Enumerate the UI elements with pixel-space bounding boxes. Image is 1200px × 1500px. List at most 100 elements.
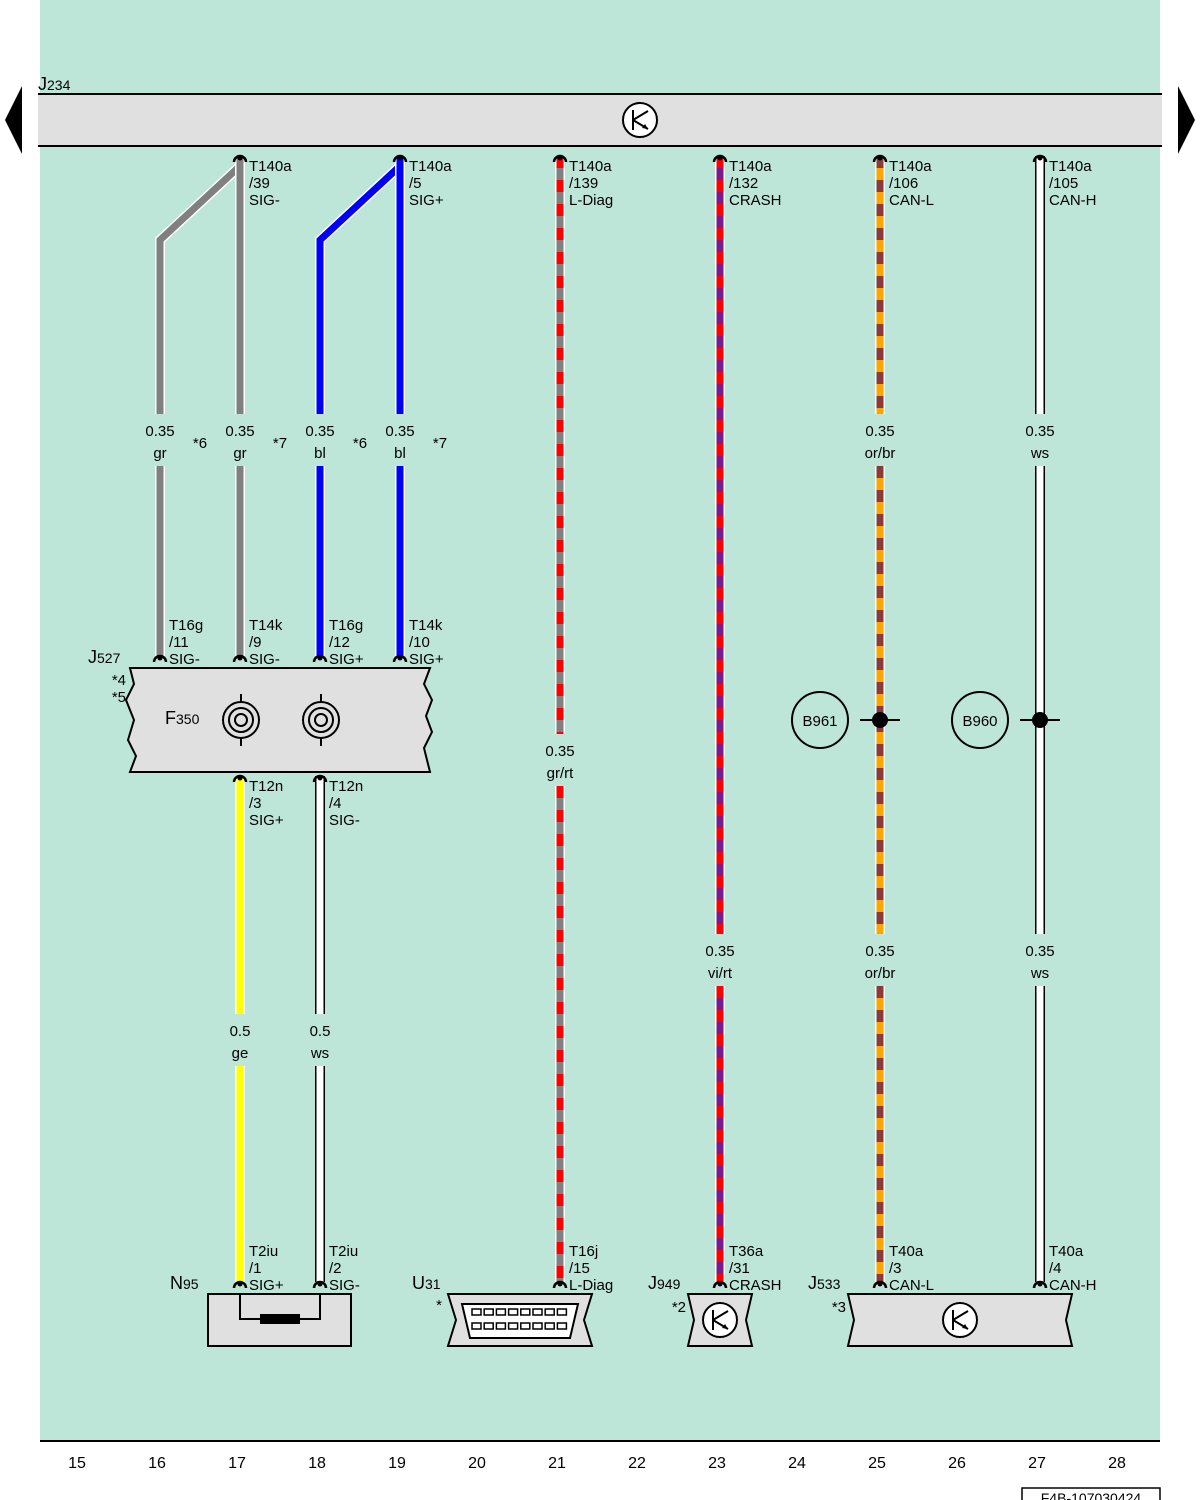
connector-pin-slot — [520, 1308, 531, 1316]
wire-color-code: ws — [1030, 445, 1049, 462]
j234-label: J234 — [38, 74, 71, 94]
wire-color-code: ws — [310, 1045, 329, 1062]
pin-label: /31 — [729, 1260, 750, 1277]
j527-note-5: *5 — [112, 689, 126, 706]
pin-label: /1 — [249, 1260, 262, 1277]
pin-label: SIG+ — [249, 812, 284, 829]
diagnostic-connector-icon — [460, 1303, 580, 1339]
connector-pin-slot — [483, 1308, 494, 1316]
n95-component: N95 — [170, 1273, 352, 1347]
wire-size: 0.35 — [545, 743, 574, 760]
axis-number: 21 — [548, 1455, 566, 1472]
axis-number: 28 — [1108, 1455, 1126, 1472]
j949-component: J949 *2 — [648, 1273, 754, 1347]
wire-label-w5: 0.5ge — [230, 1023, 251, 1062]
wire-label-w6: 0.5 ws — [310, 1023, 331, 1062]
pin-label: T12n — [249, 778, 283, 795]
wire-size: 0.35 — [1025, 943, 1054, 960]
connector-pin-slot — [471, 1322, 482, 1330]
pin-label: /132 — [729, 175, 758, 192]
connector-pin-slot — [544, 1322, 555, 1330]
resistor-icon — [239, 1294, 321, 1324]
pin-connector: T16j/15L-Diag — [552, 1243, 613, 1294]
connector-pin-slot — [507, 1322, 519, 1330]
u31-note: * — [436, 1297, 442, 1314]
pin-label: T40a — [1049, 1243, 1084, 1260]
pin-label: T140a — [569, 158, 612, 175]
pin-label: /3 — [889, 1260, 902, 1277]
pin-label: /12 — [329, 634, 350, 651]
pin-label: T140a — [409, 158, 452, 175]
pin-label: SIG- — [169, 651, 200, 668]
pin-label: T14k — [249, 617, 283, 634]
connector-pin-slot — [507, 1308, 519, 1316]
axis-number: 15 — [68, 1455, 86, 1472]
axis-number: 16 — [148, 1455, 166, 1472]
wire-note: *7 — [273, 435, 287, 452]
wire-color-code: gr — [153, 445, 166, 462]
wire-color-code: or/br — [865, 445, 896, 462]
pin-label: T16g — [329, 617, 363, 634]
pin-label: T16j — [569, 1243, 598, 1260]
pin-label: L-Diag — [569, 1277, 613, 1294]
pins-layer: T140a/39SIG-T16g/11SIG-T14k/9SIG-T140a/5… — [152, 154, 1097, 1294]
j234-module: J234 — [38, 74, 1162, 147]
connector-pin-slot — [483, 1322, 494, 1330]
connector-pin-slot — [495, 1308, 507, 1316]
j533-label: J533 — [808, 1273, 841, 1293]
wire-size: 0.35 — [705, 943, 734, 960]
wire-size: 0.5 — [310, 1023, 331, 1040]
control-unit-icon — [702, 1302, 738, 1338]
axis-number: 26 — [948, 1455, 966, 1472]
connector-pin-slot — [495, 1322, 507, 1330]
pin-label: T16g — [169, 617, 203, 634]
pin-label: /3 — [249, 795, 262, 812]
pin-label: SIG+ — [249, 1277, 284, 1294]
wire-color-code: gr/rt — [547, 765, 575, 782]
connector-pin-slot — [471, 1308, 482, 1316]
pin-label: /4 — [1049, 1260, 1062, 1277]
doc-id-box — [1021, 1487, 1161, 1500]
pin-label: T140a — [1049, 158, 1092, 175]
f350-label: F350 — [165, 708, 200, 728]
wire-note: *6 — [353, 435, 367, 452]
axis-number: 22 — [628, 1455, 646, 1472]
spiral-spring-icon — [222, 694, 260, 746]
axis-number: 17 — [228, 1455, 246, 1472]
pin-label: /139 — [569, 175, 598, 192]
pin-label: SIG+ — [409, 192, 444, 209]
axis-number: 20 — [468, 1455, 486, 1472]
b961-splice: B961 — [791, 691, 900, 749]
triangle-right-icon[interactable] — [1178, 86, 1195, 154]
j527-module: J527 *4 *5 F350 — [88, 647, 434, 773]
pin-label: /5 — [409, 175, 422, 192]
pin-label: /9 — [249, 634, 262, 651]
pin-label: SIG- — [329, 1277, 360, 1294]
pin-label: CRASH — [729, 1277, 782, 1294]
spiral-spring-icon — [302, 694, 340, 746]
pin-label: SIG+ — [409, 651, 444, 668]
b960-splice: B960 — [951, 691, 1060, 749]
triangle-left-icon[interactable] — [5, 86, 22, 154]
pin-label: SIG+ — [329, 651, 364, 668]
pin-label: T2iu — [249, 1243, 278, 1260]
wire-size: 0.35 — [865, 423, 894, 440]
wire-label-w9a: 0.35 or/br — [865, 423, 896, 462]
control-unit-icon — [942, 1302, 978, 1338]
axis-number: 23 — [708, 1455, 726, 1472]
pin-label: /106 — [889, 175, 918, 192]
